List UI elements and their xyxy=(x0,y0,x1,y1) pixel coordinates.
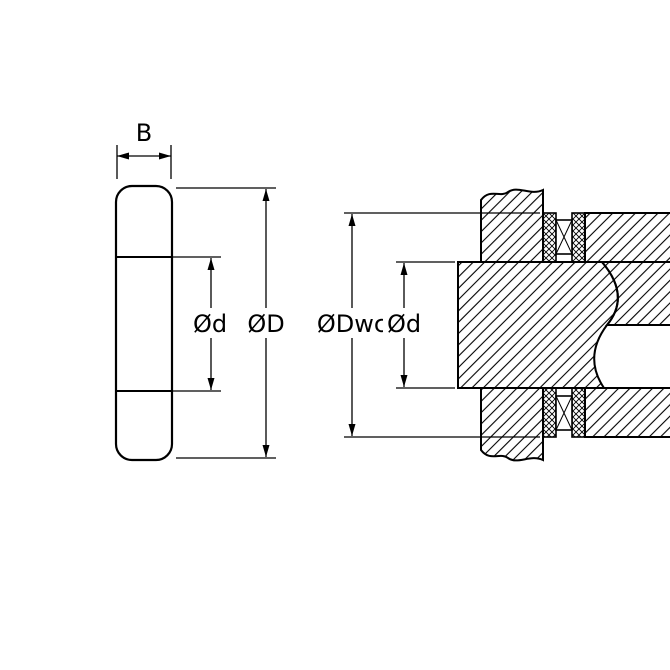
roller-cross xyxy=(555,395,573,431)
dimension-bore-side: Ød xyxy=(172,256,233,392)
roller-cross xyxy=(555,219,573,255)
shoulder-bottom xyxy=(584,387,670,438)
mounted-section-view xyxy=(457,188,670,462)
dimension-bore-section: Ød xyxy=(383,261,455,389)
label-bore-side: Ød xyxy=(193,310,227,338)
thrust-washer xyxy=(571,212,586,263)
dimension-width-B: B xyxy=(116,119,172,179)
label-bore-section: Ød xyxy=(387,310,421,338)
label-background xyxy=(383,308,426,338)
shaft-step-section xyxy=(599,261,670,326)
thrust-washer xyxy=(542,387,557,438)
thrust-washer xyxy=(542,212,557,263)
label-width-B: B xyxy=(136,119,152,147)
shaft-section xyxy=(457,261,619,389)
thrust-washer xyxy=(571,387,586,438)
dimension-washer-outer: ØDwc xyxy=(313,212,540,438)
label-background xyxy=(188,308,233,338)
housing-flange-top xyxy=(480,188,544,263)
label-background xyxy=(240,308,292,338)
dimension-outer-side: ØD xyxy=(176,187,292,459)
washer-outline xyxy=(114,184,174,462)
label-outer-side: ØD xyxy=(247,310,284,338)
roller-top xyxy=(555,219,573,255)
label-background xyxy=(313,308,392,338)
roller-bottom xyxy=(555,395,573,431)
washer-side-view xyxy=(114,184,174,462)
label-washer-outer: ØDwc xyxy=(317,310,387,338)
housing-flange-bottom xyxy=(480,387,544,462)
shoulder-top xyxy=(584,212,670,263)
